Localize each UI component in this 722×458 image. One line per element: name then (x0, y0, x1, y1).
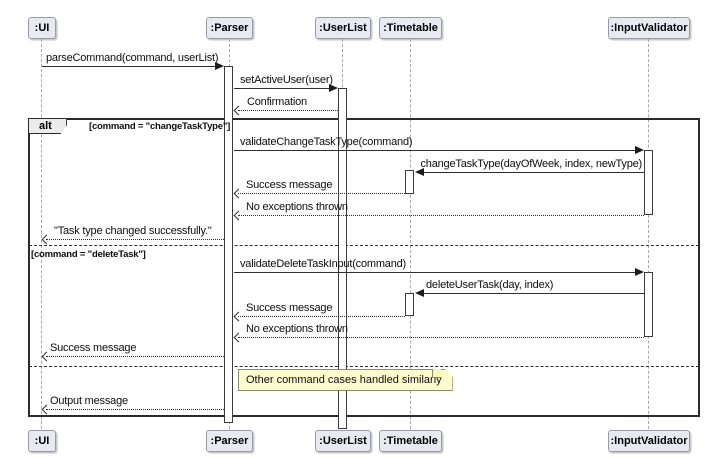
message-confirmation-line (238, 110, 338, 111)
message-success-2-line (238, 316, 405, 317)
message-parse-command-line (42, 66, 216, 67)
guard-change-task-type: [command = "changeTaskType"] (89, 121, 231, 132)
alt-divider-else (29, 366, 699, 367)
participant-inputvalidator-bottom: :InputValidator (608, 430, 690, 452)
note: Other command cases handled similarly (238, 369, 453, 391)
open-arrowhead (233, 105, 244, 116)
alt-operator-label: alt (28, 118, 67, 134)
arrowhead (635, 146, 644, 154)
participant-timetable-bottom: :Timetable (379, 430, 442, 452)
message-validate-change-label: validateChangeTaskType(command) (240, 136, 413, 148)
activation-timetable-1 (405, 170, 414, 194)
message-delete-user-task-line (424, 293, 644, 294)
message-validate-change-line (234, 150, 636, 151)
guard-delete-task: [command = "deleteTask"] (31, 249, 146, 260)
message-output-line (46, 409, 224, 410)
message-success-3-label: Success message (50, 342, 137, 354)
activation-parser (224, 66, 233, 423)
arrowhead (329, 84, 338, 92)
activation-userlist (338, 88, 347, 429)
alt-fragment-frame (28, 118, 700, 417)
message-confirmation-label: Confirmation (247, 96, 307, 108)
activation-inputvalidator-1 (644, 150, 653, 215)
activation-inputvalidator-2 (644, 272, 653, 337)
message-no-exceptions-1-label: No exceptions thrown (246, 201, 348, 213)
participant-timetable-top: :Timetable (379, 17, 442, 39)
participant-inputvalidator-top: :InputValidator (608, 17, 690, 39)
message-parse-command-label: parseCommand(command, userList) (46, 52, 219, 64)
message-success-3-line (46, 356, 224, 357)
message-change-task-type-line (424, 172, 644, 173)
message-validate-delete-label: validateDeleteTaskInput(command) (240, 258, 407, 270)
message-no-exceptions-1-line (238, 215, 644, 216)
message-delete-user-task-label: deleteUserTask(day, index) (426, 279, 554, 291)
note-fold-corner (432, 369, 441, 378)
lifeline-timetable (410, 39, 411, 429)
participant-userlist-top: :UserList (315, 17, 371, 39)
activation-timetable-2 (405, 293, 414, 316)
participant-parser-top: :Parser (206, 17, 253, 39)
message-set-active-user-line (234, 88, 330, 89)
message-no-exceptions-2-line (238, 337, 644, 338)
arrowhead (635, 268, 644, 276)
arrowhead (415, 289, 424, 297)
message-task-type-changed-line (46, 239, 224, 240)
alt-divider-delete-task (29, 245, 699, 246)
participant-ui-bottom: :UI (28, 430, 56, 452)
message-success-1-label: Success message (246, 179, 333, 191)
message-task-type-changed-label: "Task type changed successfully." (54, 225, 212, 237)
participant-userlist-bottom: :UserList (315, 430, 371, 452)
participant-ui-top: :UI (28, 17, 56, 39)
message-success-1-line (238, 193, 405, 194)
message-success-2-label: Success message (246, 302, 333, 314)
message-validate-delete-line (234, 272, 636, 273)
message-output-label: Output message (50, 395, 128, 407)
message-no-exceptions-2-label: No exceptions thrown (246, 323, 348, 335)
participant-parser-bottom: :Parser (206, 430, 253, 452)
lifeline-inputvalidator (648, 39, 649, 429)
message-change-task-type-label: changeTaskType(dayOfWeek, index, newType… (420, 158, 643, 170)
arrowhead (415, 168, 424, 176)
arrowhead (215, 62, 224, 70)
message-set-active-user-label: setActiveUser(user) (240, 74, 333, 86)
lifeline-ui (41, 39, 42, 429)
